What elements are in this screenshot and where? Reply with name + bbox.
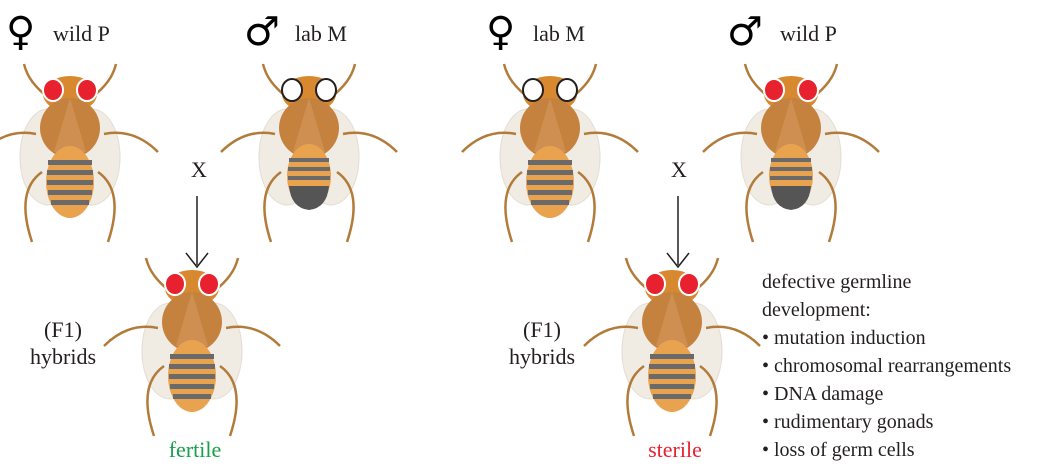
right-offspring-label-1: (F1)	[497, 318, 587, 342]
right-hybrid-fly	[672, 266, 682, 276]
notes-heading-line2: development:	[762, 296, 1011, 324]
notes-item: • rudimentary gonads	[762, 408, 1011, 436]
notes-heading-line1: defective germline	[762, 268, 1011, 296]
notes-item: • DNA damage	[762, 380, 1011, 408]
notes-item: • mutation induction	[762, 324, 1011, 352]
germline-defects-notes: defective germline development: • mutati…	[762, 268, 1011, 464]
right-offspring-label-2: hybrids	[497, 345, 587, 369]
notes-item: • chromosomal rearrangements	[762, 352, 1011, 380]
notes-item: • loss of germ cells	[762, 436, 1011, 464]
sterile-outcome: sterile	[625, 438, 725, 462]
